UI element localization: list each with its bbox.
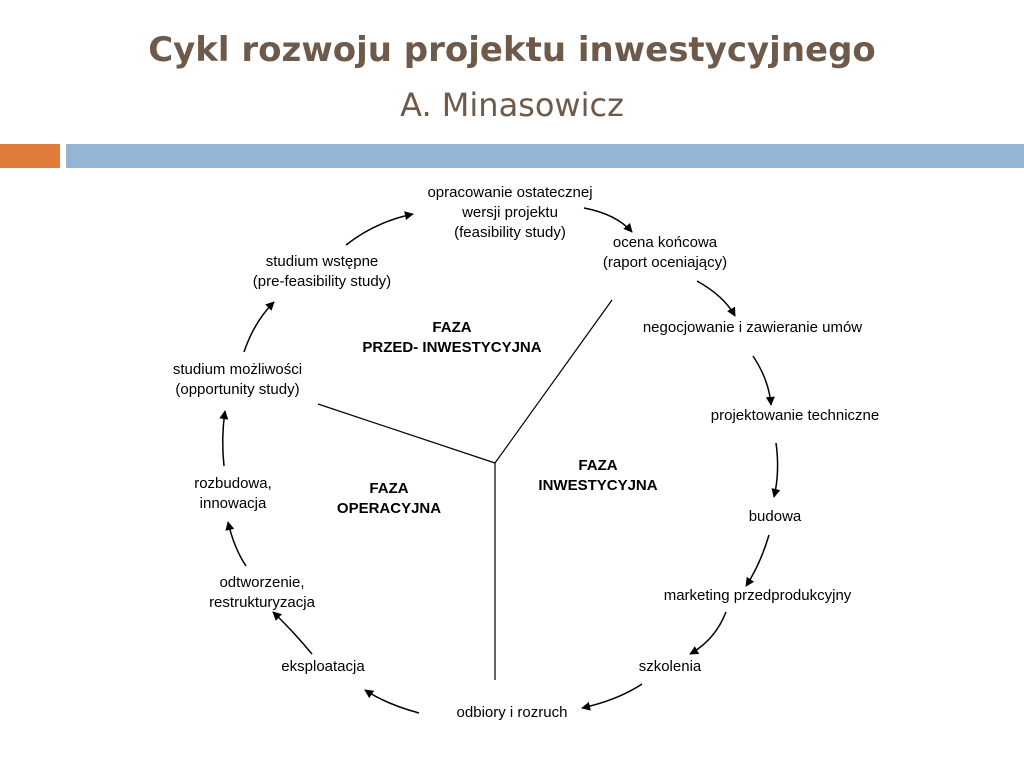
- node-line: studium wstępne: [265, 253, 379, 270]
- node-odbiory: odbiory i rozruch: [432, 703, 592, 723]
- node-line: negocjowanie i zawieranie umów: [642, 319, 863, 336]
- node-studium-mozliwosci: studium możliwości (opportunity study): [150, 360, 325, 400]
- divider-line-top: [494, 299, 613, 464]
- node-feasibility-study: opracowanie ostatecznej wersji projektu …: [395, 183, 625, 243]
- node-line: restrukturyzacja: [209, 594, 315, 611]
- phase-line: FAZA: [578, 457, 618, 474]
- node-line: (raport oceniający): [602, 254, 728, 271]
- phase-label-inwestycyjna: FAZA INWESTYCYJNA: [513, 456, 683, 496]
- phase-line: INWESTYCYJNA: [538, 477, 658, 494]
- node-projektowanie: projektowanie techniczne: [680, 406, 910, 426]
- phase-line: FAZA: [432, 319, 472, 336]
- arrow-szkolenia-to-odbiory: [581, 683, 643, 711]
- node-budowa: budowa: [715, 507, 835, 527]
- node-line: rozbudowa,: [194, 475, 272, 492]
- node-line: (feasibility study): [454, 224, 566, 241]
- arrow-mozliwosci-to-wstepne: [243, 301, 275, 353]
- arrow-odtworzenie-to-rozbudowa: [225, 521, 247, 567]
- node-line: szkolenia: [638, 658, 702, 675]
- phase-line: PRZED- INWESTYCYJNA: [362, 339, 542, 356]
- phase-label-przedinwestycyjna: FAZA PRZED- INWESTYCYJNA: [337, 318, 567, 358]
- accent-bar-orange: [0, 144, 60, 168]
- node-line: wersji projektu: [462, 204, 558, 221]
- phase-line: FAZA: [369, 480, 409, 497]
- node-line: opracowanie ostatecznej: [427, 184, 593, 201]
- node-line: (opportunity study): [175, 381, 300, 398]
- node-eksploatacja: eksploatacja: [258, 657, 388, 677]
- node-line: odbiory i rozruch: [456, 704, 568, 721]
- node-odtworzenie: odtworzenie, restrukturyzacja: [187, 573, 337, 613]
- arrow-projektowanie-to-budowa: [771, 442, 781, 498]
- node-line: innowacja: [199, 495, 267, 512]
- arrow-negocjowanie-to-projektowanie: [752, 355, 775, 406]
- arrow-rozbudowa-to-mozliwosci: [219, 410, 229, 467]
- node-line: ocena końcowa: [612, 234, 718, 251]
- node-szkolenia: szkolenia: [615, 657, 725, 677]
- node-marketing: marketing przedprodukcyjny: [635, 586, 880, 606]
- node-ocena-koncowa: ocena końcowa (raport oceniający): [575, 233, 755, 273]
- accent-bar-blue: [66, 144, 1024, 168]
- node-line: projektowanie techniczne: [710, 407, 880, 424]
- phase-line: OPERACYJNA: [336, 500, 442, 517]
- node-line: odtworzenie,: [219, 574, 305, 591]
- node-line: marketing przedprodukcyjny: [663, 587, 852, 604]
- divider-line-left: [317, 403, 496, 464]
- node-rozbudowa: rozbudowa, innowacja: [168, 474, 298, 514]
- node-negocjowanie: negocjowanie i zawieranie umów: [610, 318, 895, 338]
- node-line: budowa: [748, 508, 802, 525]
- arrow-odbiory-to-eksploatacja: [364, 689, 420, 714]
- arrow-marketing-to-szkolenia: [689, 611, 727, 655]
- node-line: studium możliwości: [172, 361, 303, 378]
- node-studium-wstepne: studium wstępne (pre-feasibility study): [232, 252, 412, 292]
- arrow-ocena-to-negocjowanie: [696, 280, 736, 317]
- slide-title: Cykl rozwoju projektu inwestycyjnego: [148, 30, 876, 70]
- phase-label-operacyjna: FAZA OPERACYJNA: [319, 479, 459, 519]
- node-line: (pre-feasibility study): [252, 273, 392, 290]
- arrow-feasibility-to-ocena: [583, 207, 633, 233]
- arrow-wstepne-to-feasibility: [345, 211, 414, 246]
- arrow-eksploatacja-to-odtworzenie: [272, 611, 313, 655]
- node-line: eksploatacja: [281, 658, 365, 675]
- arrow-budowa-to-marketing: [745, 534, 770, 587]
- slide-subtitle: A. Minasowicz: [400, 86, 624, 124]
